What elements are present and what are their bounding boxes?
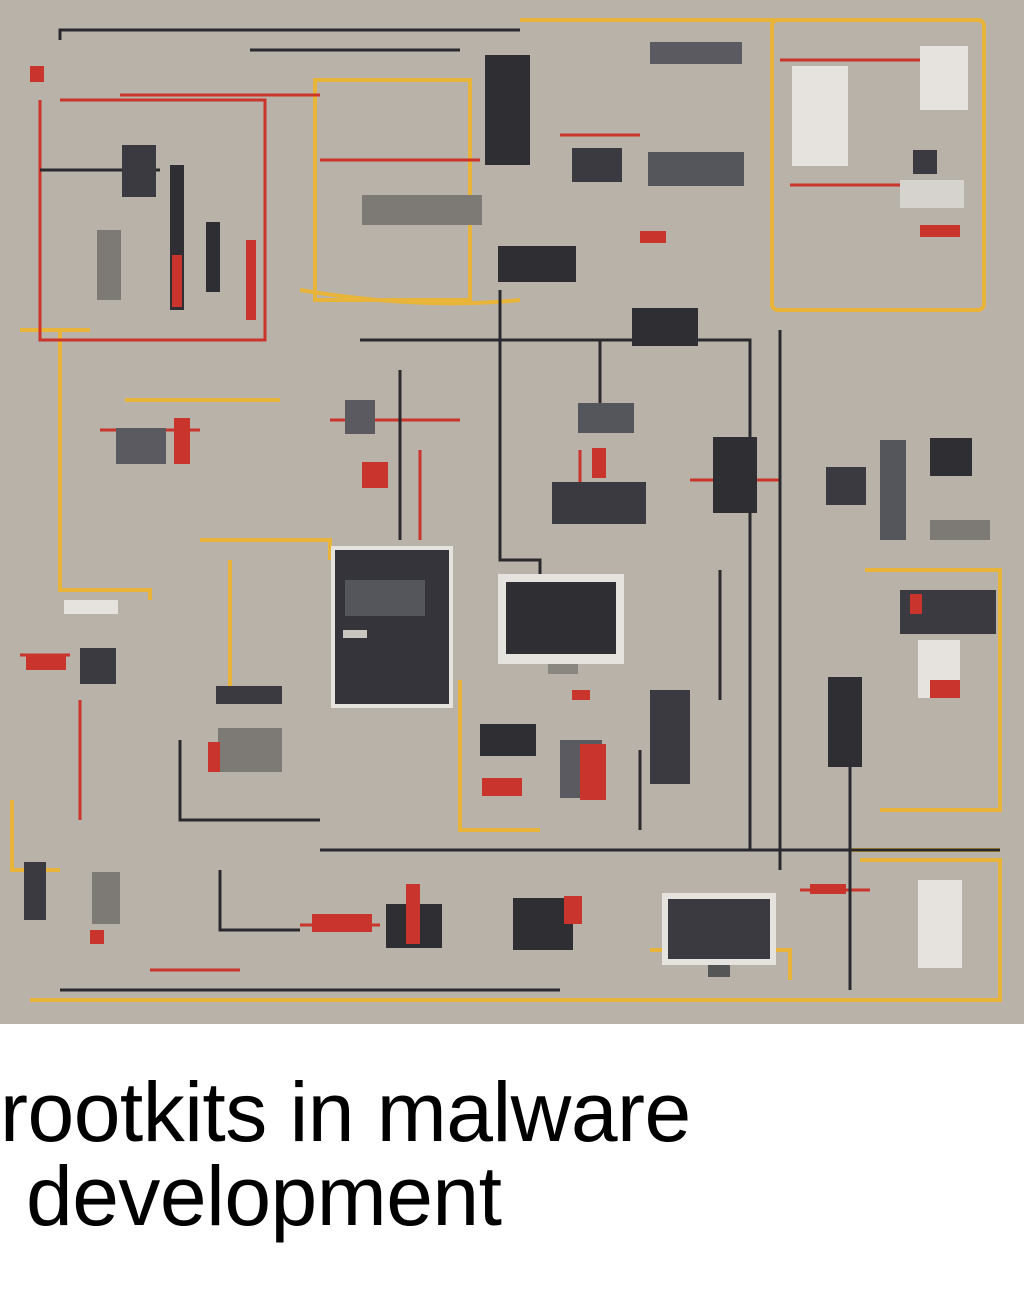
yellow-wires — [10, 18, 1002, 1002]
image-caption: rootkits in malware development — [0, 1070, 1024, 1238]
caption-line-2: development — [26, 1149, 502, 1243]
caption-line-1: rootkits in malware — [0, 1065, 691, 1159]
black-wires — [40, 28, 1000, 992]
circuit-illustration — [0, 0, 1024, 1024]
devices — [24, 42, 996, 977]
circuit-artwork — [10, 18, 1002, 1002]
red-components — [26, 66, 960, 944]
